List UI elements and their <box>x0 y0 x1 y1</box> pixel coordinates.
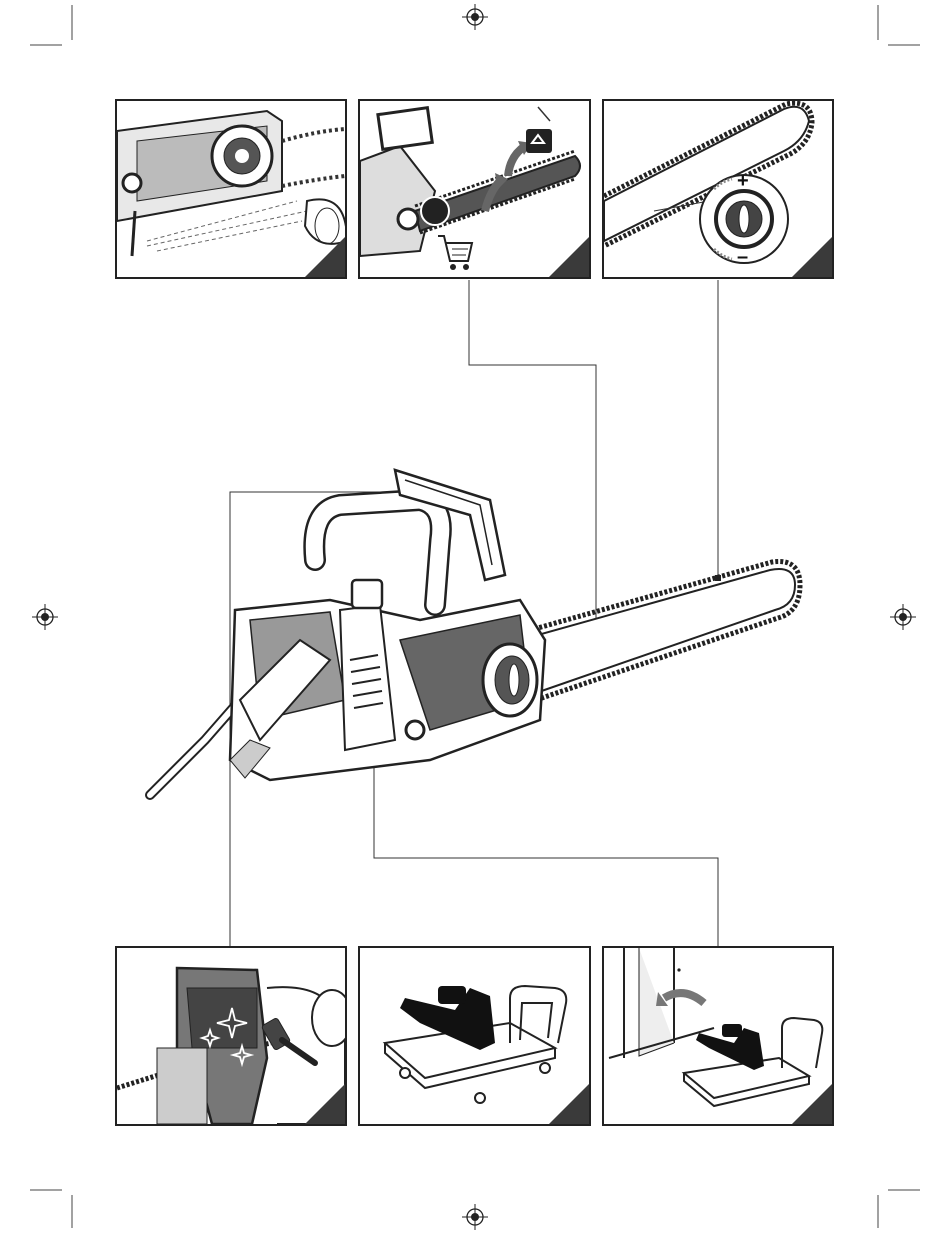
panel-transport <box>358 946 591 1126</box>
panel-corner-marker <box>304 1083 346 1125</box>
panel-corner-marker <box>548 1083 590 1125</box>
panel-corner-marker <box>791 1083 833 1125</box>
panel-cleaning <box>115 946 347 1126</box>
panel-storage <box>602 946 834 1126</box>
